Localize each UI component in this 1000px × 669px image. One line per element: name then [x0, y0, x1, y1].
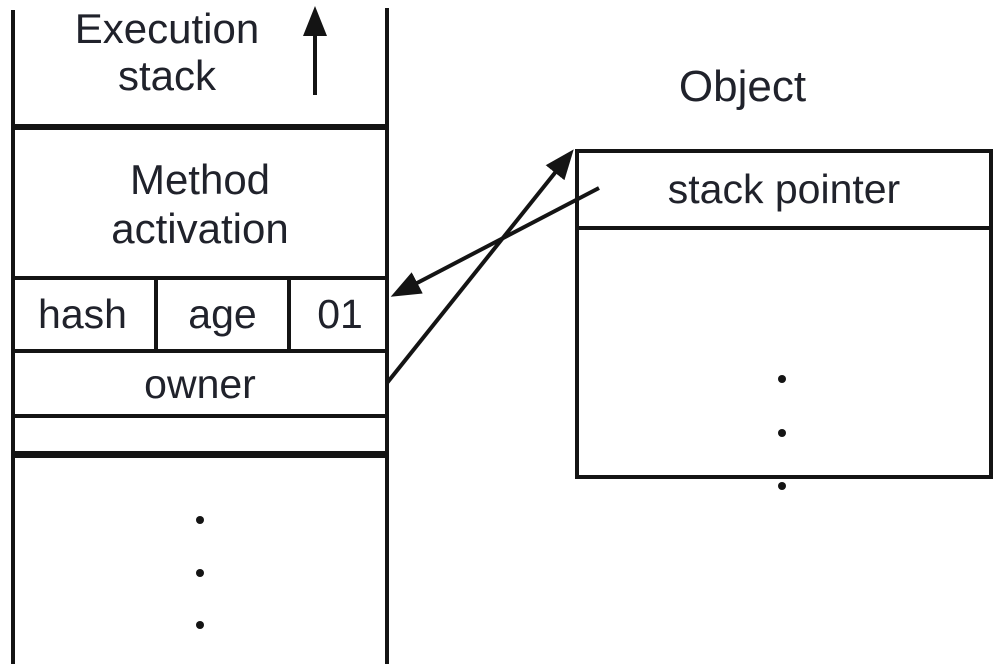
method-activation-label: Method activation: [11, 155, 389, 253]
object-body: [579, 230, 989, 490]
stack-pointer-field: stack pointer: [579, 153, 989, 230]
stack-frame-bottom-line: [11, 451, 389, 458]
object-ellipsis-dot: [778, 482, 786, 490]
stack-right-edge-line: [385, 8, 389, 664]
object-title: Object: [678, 62, 807, 111]
execution-stack-title-line1: Execution: [74, 5, 260, 52]
lock-bits-cell: 01: [317, 291, 363, 337]
stack-pointer-to-lock-record-arrow-icon: [390, 186, 600, 297]
stack-ellipsis-dot: [196, 621, 204, 629]
lock-record-row: hash age 01: [11, 276, 389, 353]
cell-divider: [287, 280, 291, 349]
stack-left-edge-line: [11, 10, 15, 664]
execution-stack-title: Execution stack: [17, 5, 317, 99]
object-ellipsis-dot: [778, 429, 786, 437]
cell-divider: [154, 280, 158, 349]
method-activation-line2: activation: [111, 205, 289, 252]
age-cell: age: [188, 291, 257, 337]
owner-to-object-arrow-icon: [385, 149, 574, 385]
object-ellipsis-dot: [778, 375, 786, 383]
owner-cell: owner: [11, 353, 389, 418]
stack-ellipsis-dot: [196, 516, 204, 524]
stack-ellipsis-dot: [196, 569, 204, 577]
method-activation-line1: Method: [129, 156, 271, 203]
execution-stack-title-line2: stack: [117, 52, 217, 99]
hash-cell: hash: [38, 291, 127, 337]
object-box: stack pointer: [575, 149, 993, 490]
stack-frame-top-line: [11, 124, 389, 130]
